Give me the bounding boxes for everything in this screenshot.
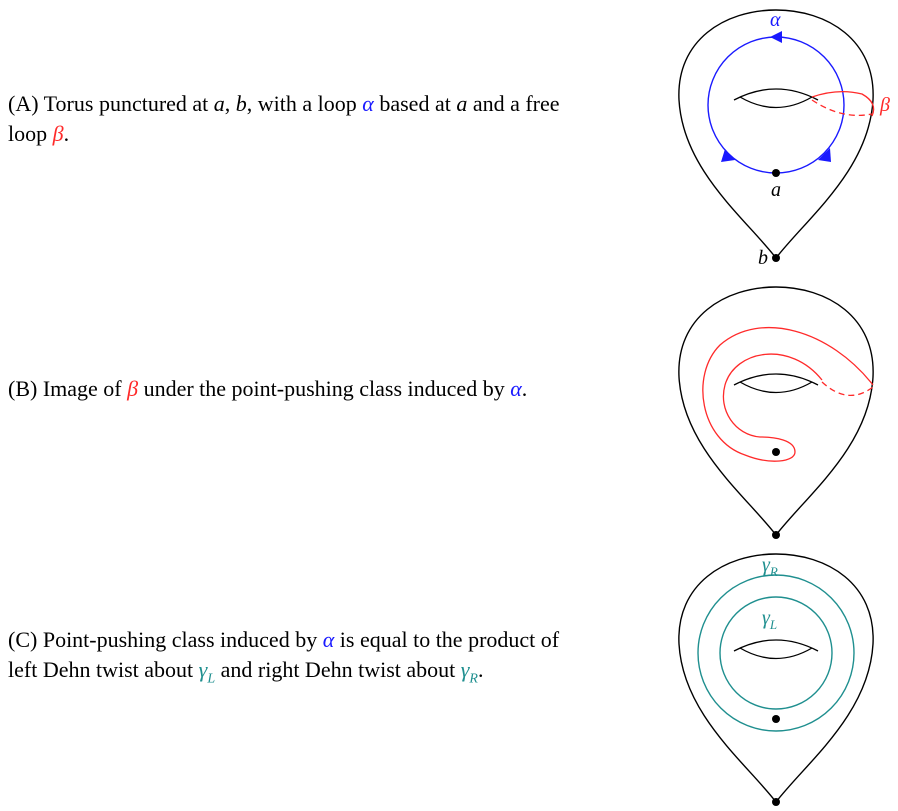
- figure-c: γR γL: [678, 553, 874, 806]
- caption-c-text-2: is equal to the product of left Dehn twi…: [8, 627, 560, 682]
- caption-a-tag: (A): [8, 91, 39, 116]
- alpha-arrow-left: [721, 149, 735, 162]
- point-a-c: [772, 715, 780, 723]
- caption-c-text-1: Point-pushing class induced by: [37, 627, 323, 652]
- gamma-r-loop: [697, 574, 855, 732]
- beta-loop-back: [811, 99, 873, 117]
- caption-a: (A) Torus punctured at a, b, with a loop…: [8, 89, 588, 149]
- beta-loop-front: [811, 90, 875, 117]
- label-b: b: [758, 247, 768, 269]
- caption-c-gamma-l: γL: [198, 657, 215, 686]
- alpha-arrow-top: [770, 31, 782, 43]
- caption-c-gamma-r-sub: R: [469, 671, 478, 687]
- point-b-b: [772, 531, 780, 539]
- point-b-c: [772, 798, 780, 806]
- caption-b-text-1: Image of: [37, 376, 128, 401]
- caption-a-text-4: and a free loop: [8, 91, 560, 146]
- torus-hole-top-b: [739, 381, 813, 394]
- caption-c-tag: (C): [8, 627, 38, 652]
- caption-a-var-b: b: [235, 91, 247, 116]
- alpha-loop: [707, 36, 845, 174]
- caption-b-alpha: α: [510, 376, 522, 401]
- caption-a-text-2: , with a loop: [246, 91, 363, 116]
- caption-c-gamma-r: γR: [460, 657, 478, 686]
- caption-a-text-1: Torus punctured at: [38, 91, 214, 116]
- caption-a-var-a: a: [213, 91, 225, 116]
- caption-c-gamma-l-sub: L: [207, 671, 216, 687]
- caption-c-gamma-l-symbol: γ: [198, 657, 208, 682]
- surface-outline-a: [678, 9, 874, 260]
- caption-b-beta: β: [127, 376, 139, 401]
- alpha-arrow-right: [818, 148, 831, 162]
- label-gamma-r-symbol: γ: [762, 554, 771, 576]
- label-gamma-r: γR: [762, 554, 778, 579]
- caption-a-text-5: .: [63, 121, 70, 146]
- gamma-l-loop: [719, 596, 833, 710]
- caption-c-text-3: and right Dehn twist about: [215, 657, 461, 682]
- caption-b-text-2: under the point-pushing class induced by: [138, 376, 511, 401]
- torus-hole-top-a: [739, 96, 813, 109]
- beta-image-curve: [702, 326, 874, 462]
- caption-c-gamma-r-symbol: γ: [460, 657, 470, 682]
- torus-hole-bottom-a: [733, 88, 819, 101]
- caption-b: (B) Image of β under the point-pushing c…: [8, 374, 588, 404]
- caption-a-alpha: α: [362, 91, 374, 116]
- label-alpha: α: [770, 9, 781, 31]
- caption-a-beta: β: [52, 121, 64, 146]
- beta-image-back: [821, 381, 874, 396]
- caption-c: (C) Point-pushing class induced by α is …: [8, 625, 588, 694]
- point-a: [772, 169, 780, 177]
- torus-hole-top-c: [739, 647, 813, 660]
- caption-a-var-a2: a: [456, 91, 468, 116]
- caption-b-text-3: .: [521, 376, 528, 401]
- caption-a-text-3: based at: [373, 91, 457, 116]
- surface-outline-b: [678, 286, 874, 537]
- point-b: [772, 254, 780, 262]
- surface-outline-c: [678, 553, 874, 804]
- caption-b-tag: (B): [8, 376, 38, 401]
- torus-hole-bottom-b: [733, 373, 819, 386]
- label-gamma-l-sub: L: [769, 617, 777, 632]
- label-gamma-l: γL: [762, 607, 777, 632]
- label-beta: β: [879, 94, 890, 116]
- torus-hole-bottom-c: [733, 639, 819, 652]
- caption-a-comma: ,: [224, 91, 236, 116]
- label-a: a: [771, 179, 781, 201]
- label-gamma-l-symbol: γ: [762, 607, 771, 629]
- caption-c-text-4: .: [477, 657, 484, 682]
- figure-b: [678, 286, 874, 539]
- point-a-b: [772, 448, 780, 456]
- figure-a: α β a b: [678, 9, 890, 269]
- caption-c-alpha: α: [322, 627, 335, 652]
- label-gamma-r-sub: R: [769, 564, 778, 579]
